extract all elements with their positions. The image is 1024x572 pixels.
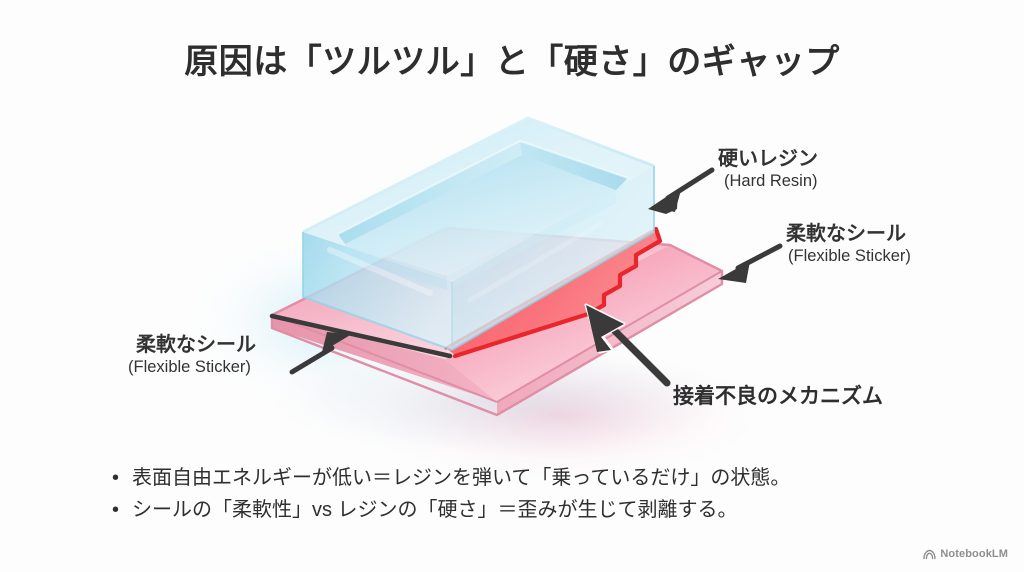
resin-inner-front-right-wall bbox=[447, 190, 616, 290]
callout-flexible-sticker-left: 柔軟なシール (Flexible Sticker) bbox=[128, 333, 256, 378]
callout-flexible-sticker-right-en: (Flexible Sticker) bbox=[788, 247, 911, 266]
bullet-text: シールの「柔軟性」vs レジンの「硬さ」＝歪みが生じて剥離する。 bbox=[132, 499, 738, 522]
sticker-top-crease bbox=[496, 270, 723, 403]
notebooklm-logo-icon bbox=[923, 549, 937, 560]
sticker-top-face bbox=[445, 245, 722, 402]
bullet-marker: • bbox=[112, 499, 120, 522]
arrow-flexible-sticker-right bbox=[718, 243, 783, 283]
sticker-front-right-edge bbox=[497, 271, 722, 415]
resin-edge-front-left bbox=[302, 232, 453, 351]
bullet-list: • 表面自由エネルギーが低い＝レジンを弾いて「乗っているだけ」の状態。 • シー… bbox=[112, 462, 932, 527]
resin-specular-streak bbox=[327, 247, 433, 296]
page-title: 原因は「ツルツル」と「硬さ」のギャップ bbox=[184, 43, 840, 81]
resin-edge-front-right bbox=[451, 166, 655, 351]
arrow-flexible-sticker-left bbox=[289, 332, 352, 375]
bullet-item: • シールの「柔軟性」vs レジンの「硬さ」＝歪みが生じて剥離する。 bbox=[112, 494, 932, 526]
resin-inner-back-right-wall bbox=[520, 141, 628, 190]
bullet-item: • 表面自由エネルギーが低い＝レジンを弾いて「乗っているだけ」の状態。 bbox=[112, 462, 932, 494]
callout-flexible-sticker-left-en: (Flexible Sticker) bbox=[128, 358, 251, 377]
callout-flexible-sticker-left-jp: 柔軟なシール bbox=[136, 334, 256, 356]
callout-hard-resin-en: (Hard Resin) bbox=[724, 172, 818, 191]
bullet-text: 表面自由エネルギーが低い＝レジンを弾いて「乗っているだけ」の状態。 bbox=[132, 467, 791, 489]
arrow-mechanism bbox=[584, 303, 671, 387]
callout-hard-resin-jp: 硬いレジン bbox=[718, 148, 818, 170]
resin-specular-streak-2 bbox=[467, 221, 603, 303]
callout-flexible-sticker-right-jp: 柔軟なシール bbox=[786, 223, 906, 245]
interface-dark-line bbox=[269, 313, 453, 359]
arrow-hard-resin bbox=[648, 167, 715, 214]
callout-hard-resin: 硬いレジン (Hard Resin) bbox=[718, 147, 818, 192]
resin-inner-cavity bbox=[345, 155, 616, 276]
bullet-marker: • bbox=[112, 467, 120, 489]
resin-inner-front-left-wall bbox=[345, 244, 447, 290]
resin-inner-back-left-wall bbox=[338, 141, 522, 244]
callout-flexible-sticker-right: 柔軟なシール (Flexible Sticker) bbox=[786, 222, 911, 267]
resin-front-left-face bbox=[303, 232, 452, 350]
notebooklm-watermark-label: NotebookLM bbox=[940, 548, 1008, 560]
hard-resin-block bbox=[302, 116, 655, 351]
sticker-left-crease bbox=[271, 314, 498, 403]
callout-adhesion-failure-mechanism: 接着不良のメカニズム bbox=[673, 385, 883, 408]
resin-rim-highlight-back bbox=[302, 116, 655, 234]
resin-rim-highlight-inner bbox=[337, 139, 629, 235]
resin-front-right-face bbox=[452, 166, 654, 350]
notebooklm-watermark: NotebookLM bbox=[923, 548, 1008, 560]
